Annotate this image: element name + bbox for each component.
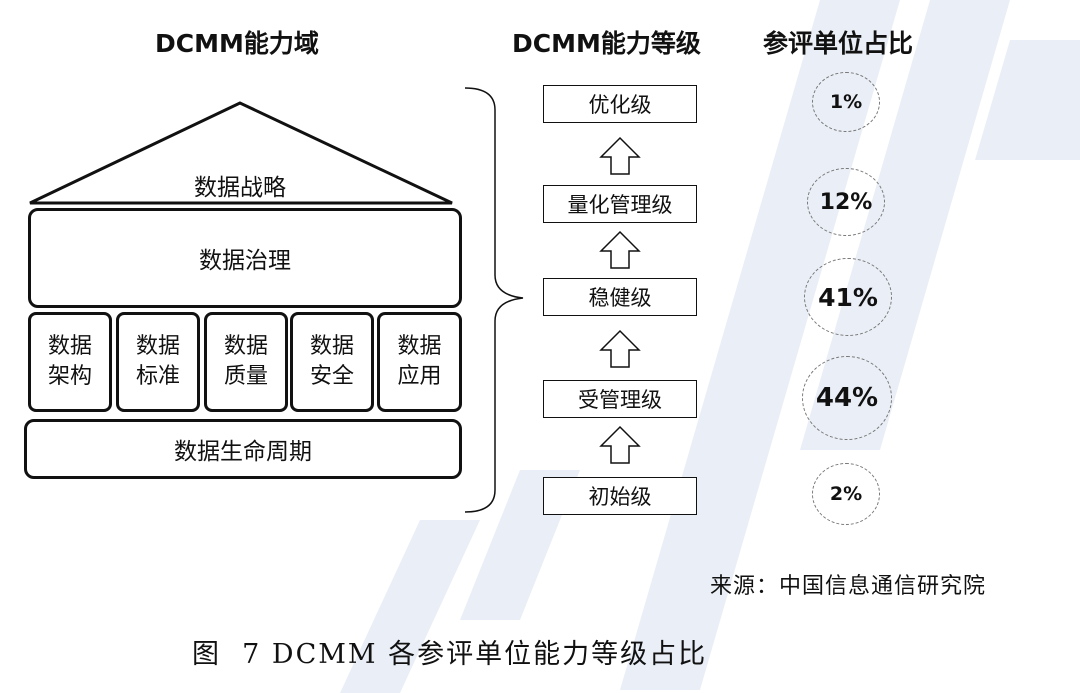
right-brace xyxy=(464,87,524,513)
source-note: 来源：中国信息通信研究院 xyxy=(710,574,987,599)
share-value: 41% xyxy=(818,282,878,312)
share-value: 1% xyxy=(829,91,863,113)
lifecycle-box: 数据生命周期 xyxy=(24,419,462,479)
lifecycle-label: 数据生命周期 xyxy=(174,439,312,465)
level-box-robust: 稳健级 xyxy=(543,278,697,316)
level-box-optimized: 优化级 xyxy=(543,85,697,123)
up-arrow-icon xyxy=(599,425,641,464)
level-label: 受管理级 xyxy=(578,388,662,412)
share-circle: 2% xyxy=(812,463,880,525)
pillar-standard: 数据标准 xyxy=(116,312,200,412)
share-circle: 1% xyxy=(812,72,880,132)
figure-caption: 图 7 DCMM 各参评单位能力等级占比 xyxy=(192,639,708,670)
pillar-line: 应用 xyxy=(397,364,442,389)
pillar-quality: 数据质量 xyxy=(204,312,288,412)
level-box-initial: 初始级 xyxy=(543,477,697,515)
level-label: 优化级 xyxy=(588,93,652,117)
up-arrow-icon xyxy=(599,329,641,368)
share-circle: 44% xyxy=(802,356,892,440)
level-label: 初始级 xyxy=(588,485,652,509)
pillar-line: 质量 xyxy=(223,364,268,389)
pillar-line: 数据 xyxy=(223,334,268,359)
pillar-line: 安全 xyxy=(309,364,354,389)
up-arrow-icon xyxy=(599,230,641,269)
strategy-roof xyxy=(29,101,453,205)
pillar-line: 数据 xyxy=(47,334,92,359)
share-value: 2% xyxy=(829,483,863,505)
pillar-line: 数据 xyxy=(309,334,354,359)
pillar-application: 数据应用 xyxy=(377,312,462,412)
share-title: 参评单位占比 xyxy=(763,29,914,58)
pillar-architecture: 数据架构 xyxy=(28,312,112,412)
level-label: 稳健级 xyxy=(588,286,652,310)
levels-title: DCMM能力等级 xyxy=(512,29,701,58)
domains-title: DCMM能力域 xyxy=(155,29,319,58)
share-value: 44% xyxy=(815,383,879,413)
governance-label: 数据治理 xyxy=(199,248,291,274)
share-circle: 41% xyxy=(804,258,892,336)
governance-box: 数据治理 xyxy=(28,208,462,308)
level-box-quantitative: 量化管理级 xyxy=(543,185,697,223)
up-arrow-icon xyxy=(599,136,641,175)
pillar-line: 标准 xyxy=(135,364,180,389)
share-circle: 12% xyxy=(807,168,885,236)
level-box-managed: 受管理级 xyxy=(543,380,697,418)
share-value: 12% xyxy=(819,189,873,215)
pillar-line: 架构 xyxy=(47,364,92,389)
level-label: 量化管理级 xyxy=(567,193,673,217)
pillar-line: 数据 xyxy=(397,334,442,359)
strategy-label: 数据战略 xyxy=(194,175,286,201)
pillar-security: 数据安全 xyxy=(290,312,374,412)
pillar-line: 数据 xyxy=(135,334,180,359)
